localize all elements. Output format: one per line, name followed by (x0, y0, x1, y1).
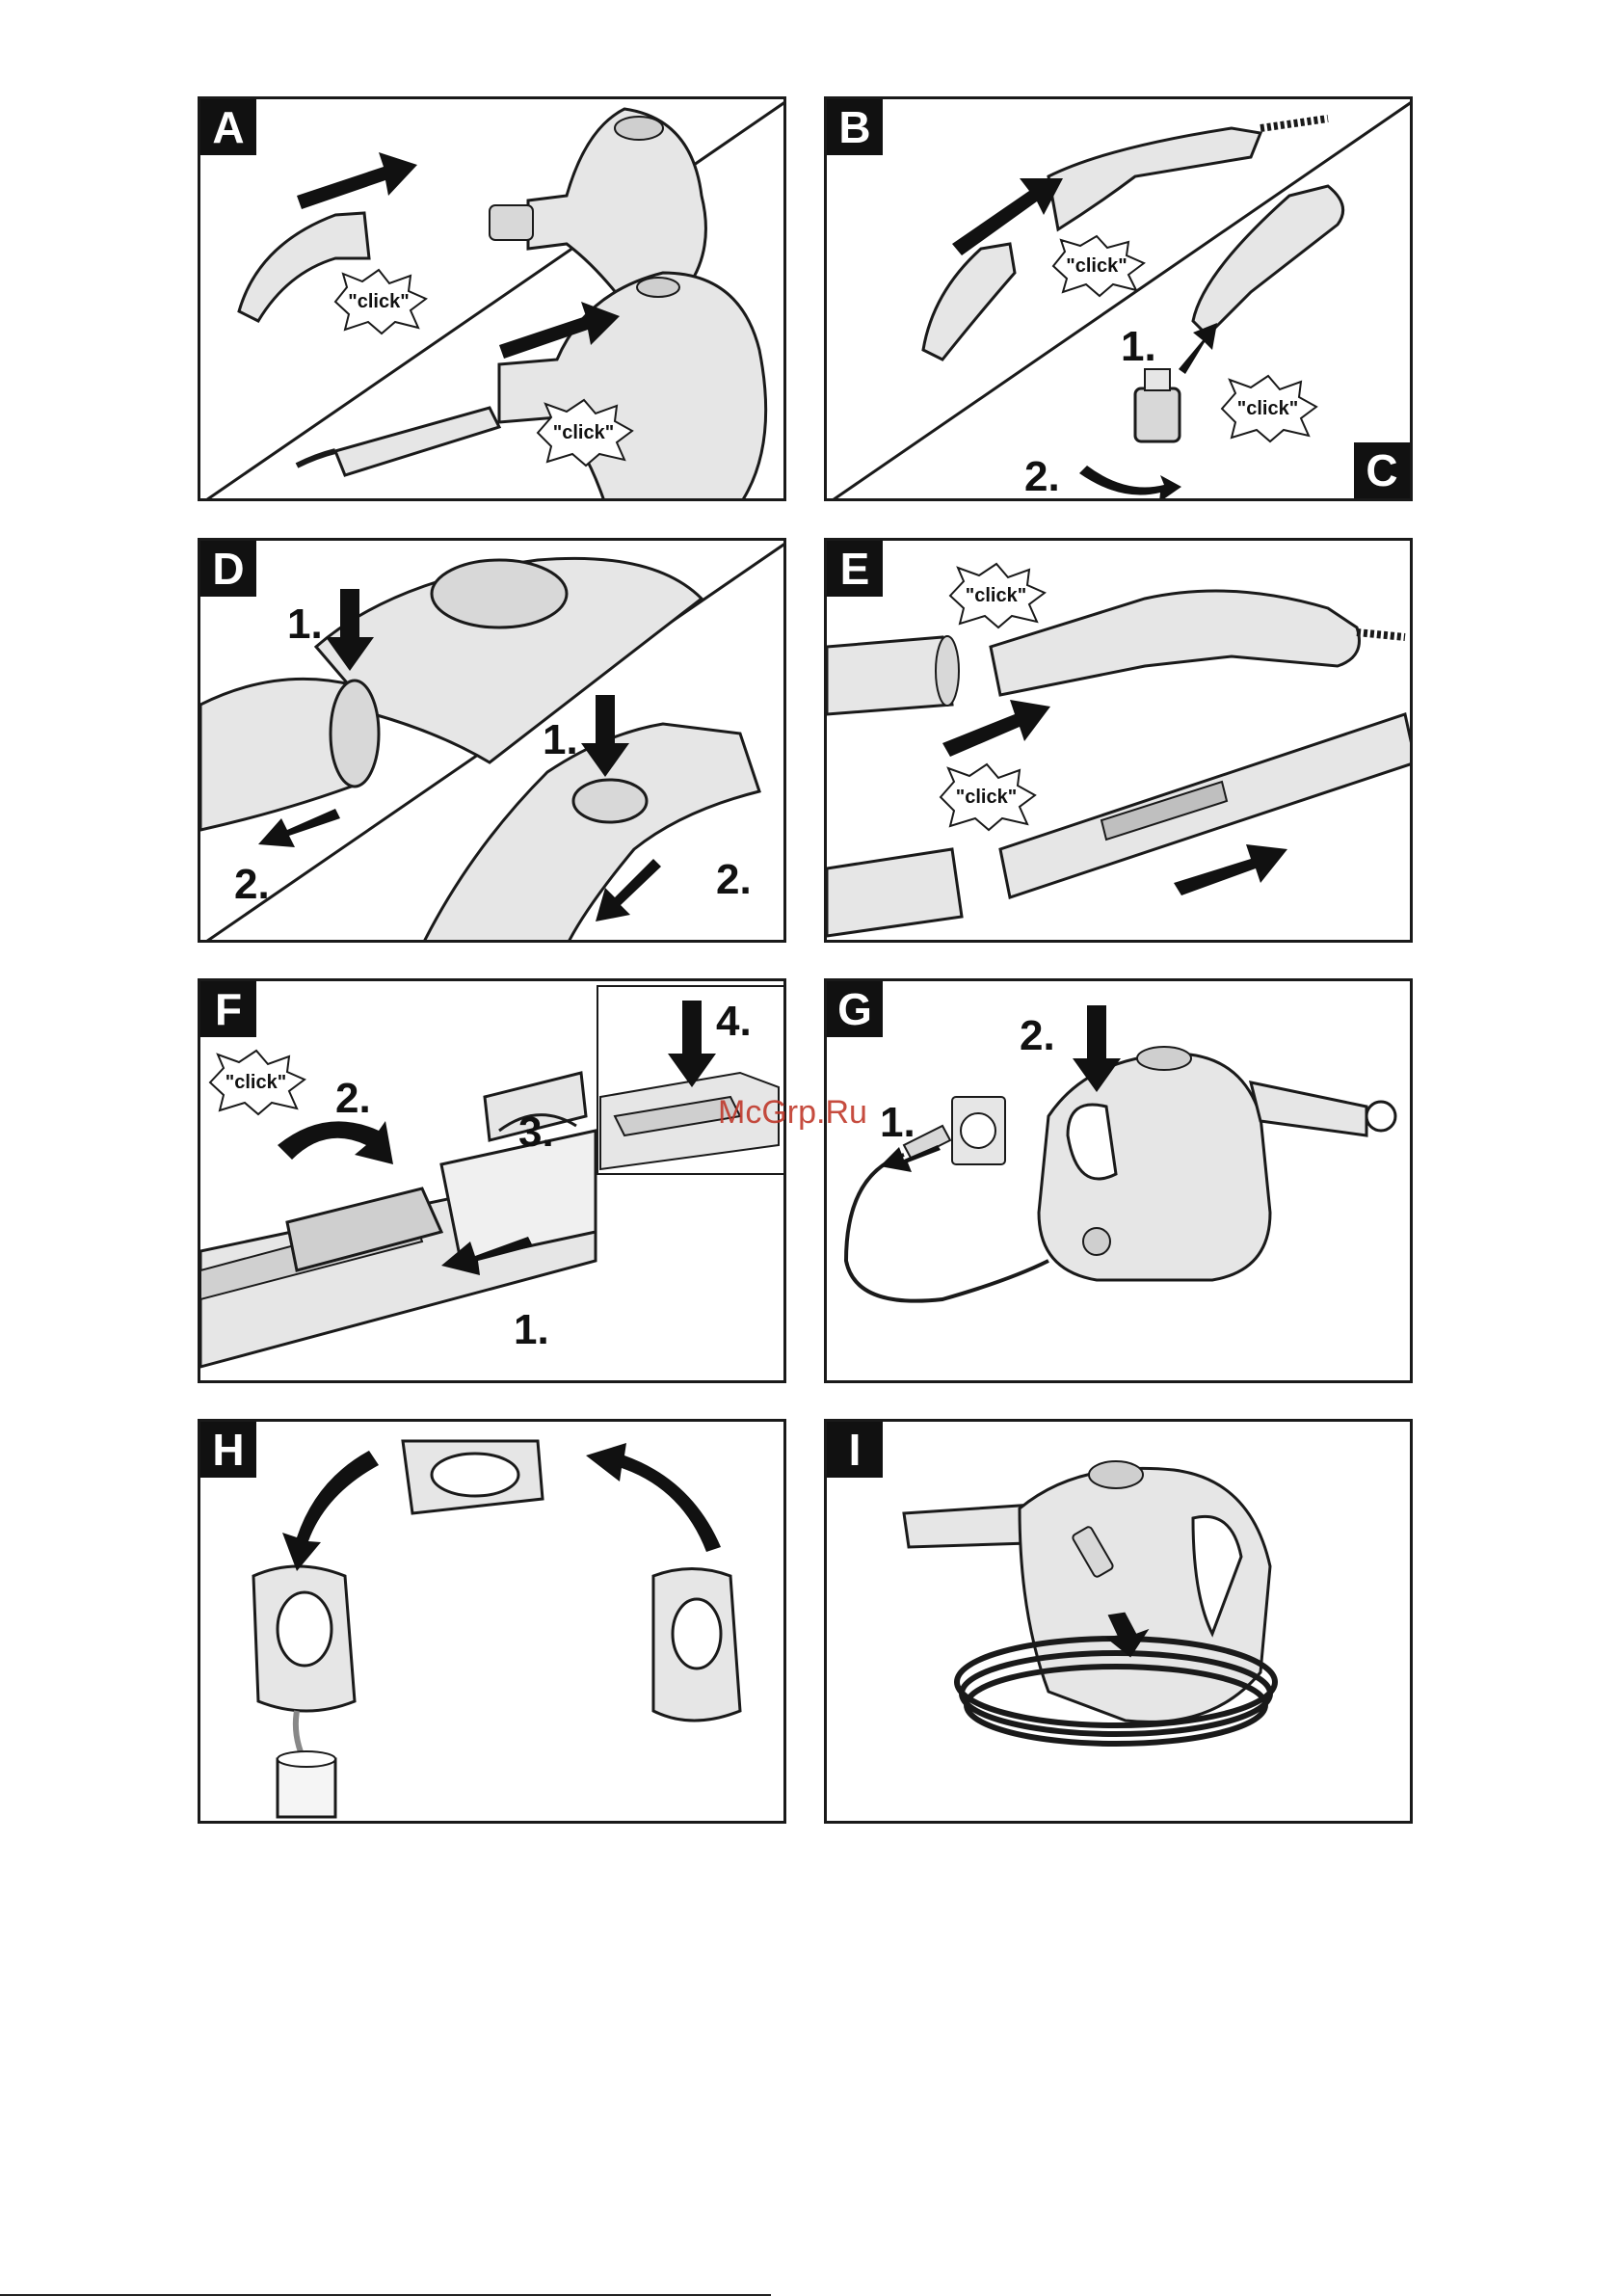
arrow-icon (942, 700, 1050, 757)
panel-h: H (198, 1419, 786, 1824)
panel-label: E (827, 541, 883, 597)
click-text: "click" (528, 398, 639, 467)
angled-nozzle-icon (923, 244, 1015, 360)
panel-label: B (827, 99, 883, 155)
arrow-icon (1179, 323, 1217, 374)
click-text: "click" (931, 762, 1042, 832)
click-burst-icon: "click" (528, 398, 639, 467)
arrow-icon (258, 809, 340, 847)
steamer-knob-icon (1089, 1461, 1143, 1488)
click-burst-icon: "click" (1212, 374, 1323, 443)
panel-label: D (200, 541, 256, 597)
extension-tube-icon (827, 637, 952, 714)
panel-bc: B C "click" "click" 1. 2. (824, 96, 1413, 501)
panel-label: A (200, 99, 256, 155)
click-text: "click" (1212, 374, 1323, 443)
step-number: 1. (880, 1102, 915, 1144)
steamer-knob-icon (1137, 1047, 1191, 1070)
panel-label: F (200, 981, 256, 1037)
panel-a: A "click" "click" (198, 96, 786, 501)
panel-f-illustration (200, 981, 786, 1383)
panel-e: E "click" "click" (824, 538, 1413, 943)
panel-label: C (1354, 442, 1410, 498)
panel-i-illustration (827, 1422, 1413, 1824)
panel-g-illustration (827, 981, 1413, 1383)
panel-bc-illustration (827, 99, 1413, 501)
panel-f: F "click" 2. 3. 1. 4. (198, 978, 786, 1383)
step-number: 2. (335, 1078, 371, 1120)
steamer-knob-icon (615, 117, 663, 140)
panel-i: I (824, 1419, 1413, 1824)
round-brush-icon (1366, 1102, 1395, 1131)
step-number: 1. (543, 719, 578, 761)
fold-arrow-icon (278, 1121, 393, 1164)
power-cord-icon (846, 1155, 1048, 1301)
panel-a-illustration (200, 99, 786, 501)
extension-tube-icon (335, 408, 499, 475)
arrow-icon (1174, 844, 1287, 895)
step-number: 1. (1121, 326, 1156, 368)
click-burst-icon: "click" (200, 1049, 311, 1116)
step-number: 1. (514, 1309, 549, 1351)
arrow-icon (297, 152, 417, 209)
step-number: 2. (1024, 456, 1060, 498)
click-text: "click" (941, 562, 1051, 629)
click-text: "click" (1044, 234, 1150, 298)
rotate-arrow-icon (1079, 466, 1181, 501)
step-number: 2. (716, 859, 752, 901)
panel-h-illustration (200, 1422, 786, 1824)
angled-nozzle-icon (1193, 186, 1343, 335)
panel-e-illustration (827, 541, 1413, 943)
click-burst-icon: "click" (941, 562, 1051, 629)
panel-label: I (827, 1422, 883, 1478)
step-number: 4. (716, 1001, 752, 1043)
round-brush-icon (1135, 388, 1180, 441)
panel-label: H (200, 1422, 256, 1478)
step-number: 2. (234, 864, 270, 906)
extension-tube-icon (827, 849, 962, 936)
step-number: 1. (287, 603, 323, 646)
panel-label: G (827, 981, 883, 1037)
steamer-knob-icon (432, 560, 567, 627)
panel-d: D 1. 2. 1. 2. (198, 538, 786, 943)
click-burst-icon: "click" (326, 268, 432, 335)
click-text: "click" (200, 1049, 311, 1116)
curved-arrow-icon (586, 1443, 721, 1552)
curved-arrow-icon (282, 1451, 379, 1571)
hand-grip-icon (1048, 128, 1260, 229)
click-burst-icon: "click" (1044, 234, 1150, 298)
watermark-text: McGrp.Ru (718, 1094, 867, 1132)
panel-g: G 2. 1. (824, 978, 1413, 1383)
click-burst-icon: "click" (931, 762, 1042, 832)
step-number: 3. (518, 1111, 554, 1154)
click-text: "click" (326, 268, 432, 335)
step-number: 2. (1020, 1015, 1055, 1057)
steamer-body-icon (1039, 1054, 1270, 1280)
